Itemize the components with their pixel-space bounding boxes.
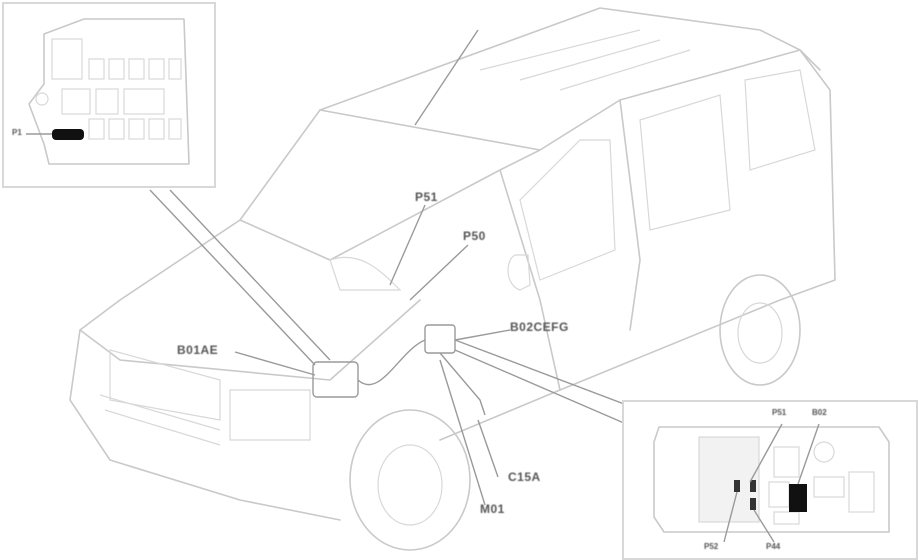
dashboard	[329, 256, 402, 291]
side-mirror	[507, 254, 531, 291]
roof-outline	[319, 7, 821, 111]
rear-wheel	[719, 274, 801, 386]
fuse-box-component	[424, 324, 456, 354]
leader-c15a	[477, 419, 499, 478]
p1-fuse-highlight	[52, 129, 84, 140]
inset-right-relay-panel: P51 B02 P52 P44	[622, 400, 918, 560]
b02-relay-highlight	[789, 484, 807, 512]
side-window	[639, 94, 731, 231]
label-b02cefg: B02CEFG	[510, 320, 569, 334]
inset-left-connector	[149, 189, 331, 366]
label-m01: M01	[480, 502, 505, 516]
inset-left-fuse-panel: P1	[2, 2, 216, 188]
label-inset-p52: P52	[704, 542, 719, 551]
label-inset-p51: P51	[772, 408, 787, 417]
label-b01ae: B01AE	[177, 343, 219, 357]
antenna	[414, 29, 479, 126]
label-p51: P51	[415, 190, 438, 204]
wiring	[357, 339, 426, 386]
leader-p50	[409, 244, 469, 301]
inset-right-connector	[454, 339, 641, 431]
battery-component	[312, 361, 359, 398]
side-body	[439, 49, 836, 441]
label-c15a: C15A	[508, 470, 541, 484]
leader-b02cefg	[454, 329, 511, 341]
windshield	[239, 109, 541, 261]
a-pillar	[499, 169, 561, 391]
b-pillar	[619, 99, 641, 331]
leader-p51	[389, 204, 426, 286]
front-wheel	[349, 409, 471, 551]
hood	[79, 219, 421, 381]
label-inset-b02: B02	[812, 408, 827, 417]
rear-window	[744, 69, 816, 171]
leader-m01	[439, 359, 486, 506]
leader-b01ae	[234, 351, 316, 376]
front-bumper	[69, 329, 341, 521]
label-p50: P50	[463, 229, 486, 243]
front-door-window	[519, 139, 616, 281]
label-inset-p44: P44	[766, 542, 781, 551]
label-p1: P1	[12, 128, 22, 137]
headlight	[229, 389, 311, 441]
